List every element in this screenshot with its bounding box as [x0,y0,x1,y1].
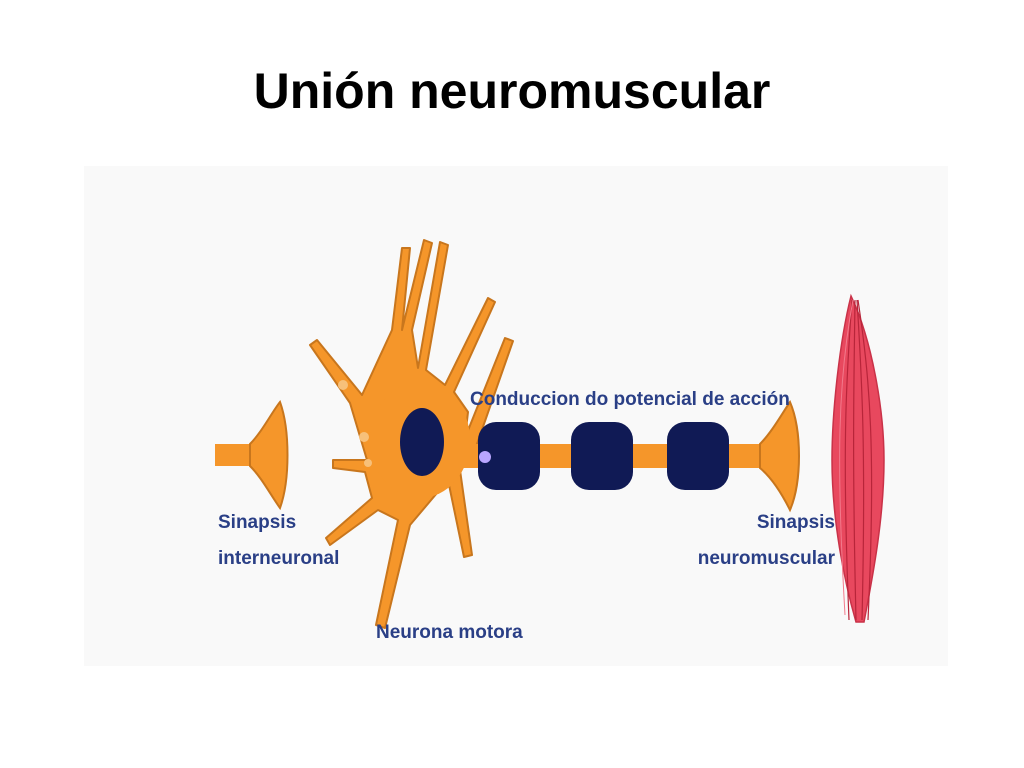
nucleus [400,408,444,476]
conduction-label: Conduccion do potencial de acción [470,389,790,410]
myelin-sheath [667,422,729,490]
vesicle [338,380,348,390]
incoming-terminal-bulb [249,399,289,511]
neuromuscular-synapse-label-line1: Sinapsis [757,512,835,533]
muscle-striation [839,299,854,616]
vesicle [364,459,372,467]
myelin-sheath [571,422,633,490]
muscle-striation [853,299,857,621]
motor-neuron [309,239,514,629]
myelin-sheath [478,422,540,490]
axon [456,422,786,490]
interneuronal-synapse-label-line2: interneuronal [218,548,339,569]
motor-neuron-label: Neurona motora [376,622,523,643]
slide-title: Unión neuromuscular [253,63,771,119]
neuromuscular-synapse-terminal [759,399,800,513]
muscle-striation [857,299,873,621]
terminal-bulb [759,399,800,513]
muscle-striation [856,299,865,621]
incoming-axon [215,444,255,466]
diagram-panel [84,166,948,666]
muscle-striation [844,299,853,621]
action-potential-marker [479,451,491,463]
vesicle [359,432,369,442]
interneuronal-synapse-label-line1: Sinapsis [218,512,296,533]
neuromuscular-synapse-label-line2: neuromuscular [698,548,836,569]
interneuronal-synapse-terminal [215,399,289,511]
muscle [831,293,885,623]
